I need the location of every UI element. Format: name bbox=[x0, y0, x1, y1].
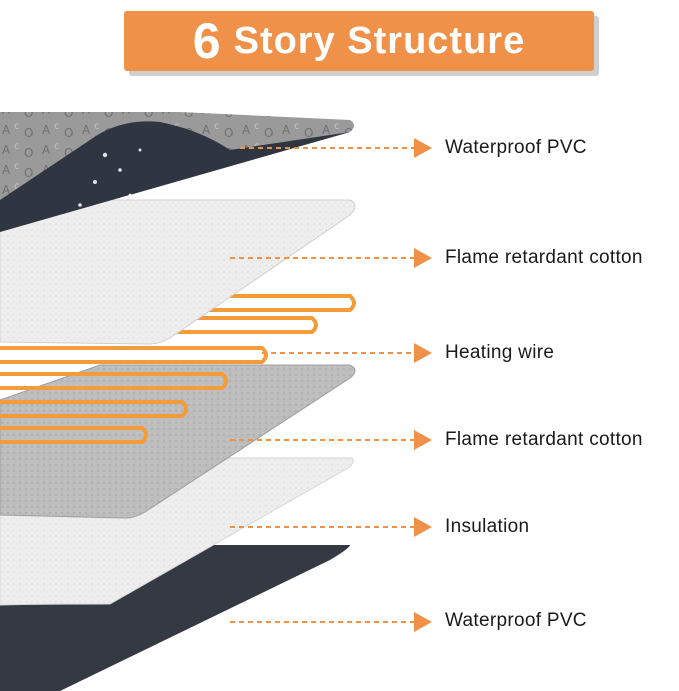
layer-pvc-top-underside bbox=[0, 121, 350, 232]
label-layer-3: Heating wire bbox=[445, 342, 555, 363]
title-banner: 6 Story Structure bbox=[124, 11, 594, 71]
title-number: 6 bbox=[192, 13, 222, 69]
label-layer-5: Insulation bbox=[445, 516, 530, 537]
layer-cotton-light bbox=[0, 199, 356, 345]
label-layer-4: Flame retardant cotton bbox=[445, 429, 643, 450]
label-layer-6: Waterproof PVC bbox=[445, 610, 587, 631]
layer-heating-wire bbox=[0, 294, 356, 444]
label-layer-2: Flame retardant cotton bbox=[445, 247, 643, 268]
title-text: Story Structure bbox=[233, 19, 526, 62]
water-droplets bbox=[78, 148, 142, 207]
leader-lines bbox=[230, 138, 432, 632]
label-layer-1: Waterproof PVC bbox=[445, 137, 587, 158]
